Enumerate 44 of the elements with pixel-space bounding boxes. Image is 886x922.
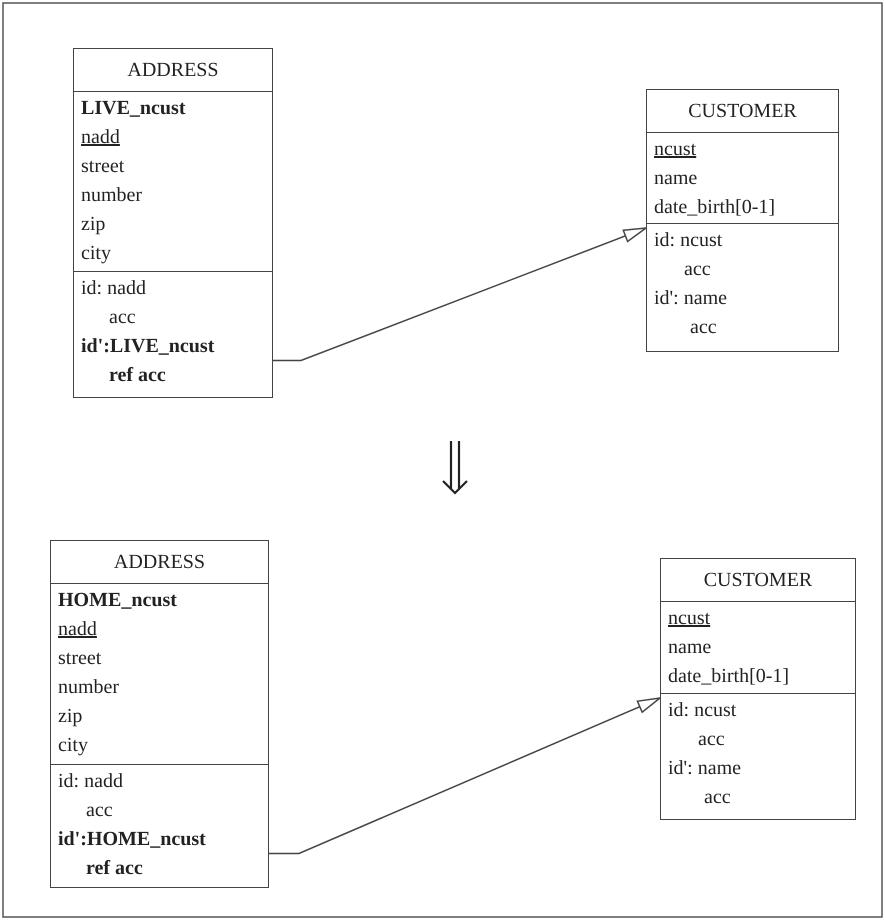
attribute-name: street — [58, 646, 102, 671]
identifier-text: id: nadd — [81, 276, 146, 301]
reference-arrow — [273, 227, 647, 362]
entity-box — [73, 48, 273, 398]
attribute-name: nadd — [81, 125, 120, 150]
attribute-name: number — [81, 183, 142, 208]
attribute-name: name — [654, 166, 698, 191]
attribute-name: nadd — [58, 617, 97, 642]
entity-name: CUSTOMER — [702, 568, 814, 593]
identifier-text: id: nadd — [58, 769, 123, 794]
entity-name: ADDRESS — [126, 58, 220, 83]
identifier-text: id: ncust — [654, 228, 722, 253]
entity-box — [50, 540, 269, 888]
entity-name: ADDRESS — [112, 550, 206, 575]
attribute-name: HOME_ncust — [58, 588, 177, 613]
attribute-name: city — [81, 241, 111, 266]
identifier-text: id: ncust — [668, 698, 736, 723]
identifier-text: acc — [684, 257, 711, 282]
attribute-name: ncust — [668, 606, 710, 631]
identifier-text: ref acc — [86, 856, 143, 881]
reference-arrow — [269, 697, 661, 854]
entity-name: CUSTOMER — [687, 99, 798, 124]
identifier-text: acc — [690, 315, 717, 340]
identifier-text: acc — [698, 727, 725, 752]
entity-box — [660, 558, 856, 820]
identifier-text: id':HOME_ncust — [58, 827, 206, 852]
attribute-name: city — [58, 733, 88, 758]
attribute-name: date_birth[0-1] — [668, 664, 790, 689]
attribute-name: LIVE_ncust — [81, 96, 186, 121]
attribute-name: zip — [81, 212, 106, 237]
entity-box — [646, 89, 839, 352]
identifier-text: acc — [704, 785, 731, 810]
attribute-name: street — [81, 154, 124, 179]
attribute-name: date_birth[0-1] — [654, 195, 776, 220]
attribute-name: number — [58, 675, 120, 700]
identifier-text: ref acc — [109, 363, 166, 388]
attribute-name: ncust — [654, 137, 696, 162]
identifier-text: id': name — [668, 756, 742, 781]
attribute-name: zip — [58, 704, 82, 729]
identifier-text: id': name — [654, 286, 728, 311]
attribute-name: name — [668, 635, 712, 660]
identifier-text: acc — [86, 798, 113, 823]
identifier-text: id':LIVE_ncust — [81, 334, 214, 359]
identifier-text: acc — [109, 305, 136, 330]
